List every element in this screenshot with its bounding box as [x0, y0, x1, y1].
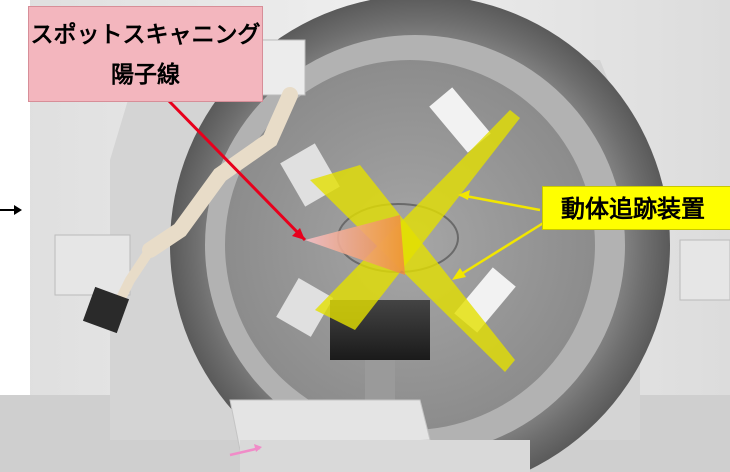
left-panel [54, 234, 131, 296]
pink-arrowhead [254, 444, 262, 452]
spot-scanning-label: スポットスキャニング 陽子線 [28, 6, 263, 102]
imaging-device [82, 286, 130, 334]
tracker-arrowhead-2 [452, 268, 466, 280]
robot-arm [142, 87, 298, 258]
tracker-arrow-2 [454, 220, 546, 280]
beam-arrowhead [292, 228, 305, 240]
beam-arrow [166, 98, 307, 242]
xray-beam-2 [315, 110, 520, 330]
pink-arrow [229, 446, 261, 457]
tracker-arrow-1 [459, 193, 541, 212]
robot-arm-tip [115, 245, 155, 305]
tracker-arrowhead-1 [458, 190, 470, 200]
right-panel [679, 239, 730, 301]
proton-beam [305, 215, 405, 275]
left-margin [0, 0, 30, 472]
couch-pedestal [365, 360, 395, 400]
couch-foot [240, 440, 530, 472]
left-edge-arrowhead [14, 205, 22, 215]
spot-scanning-line2: 陽子線 [111, 62, 180, 88]
xray-beam-1 [310, 165, 515, 372]
nozzle-left-bottom [276, 277, 334, 337]
detector-panel-top [429, 87, 491, 153]
spot-scanning-line1: スポットスキャニング [30, 22, 261, 48]
top-detector [254, 39, 306, 96]
motion-tracking-label: 動体追跡装置 [542, 186, 730, 230]
